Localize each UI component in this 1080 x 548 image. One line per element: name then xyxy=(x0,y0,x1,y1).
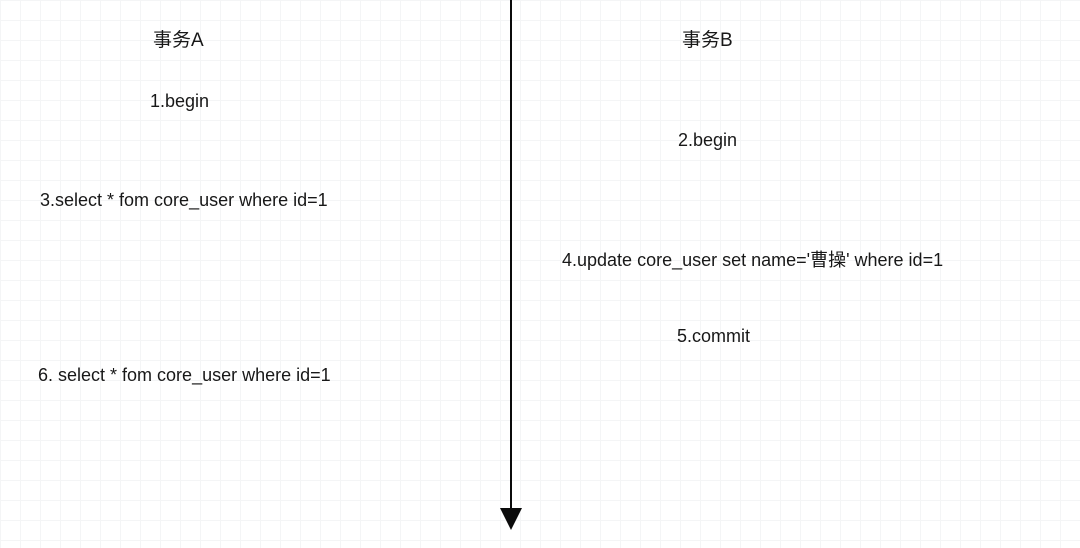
transaction-b-title: 事务B xyxy=(682,30,733,51)
transaction-b-step-4: 4.update core_user set name='曹操' where i… xyxy=(562,250,944,270)
transaction-b-step-2: 2.begin xyxy=(678,130,738,150)
transaction-a-title: 事务A xyxy=(153,30,204,51)
transaction-b-step-5: 5.commit xyxy=(677,326,751,346)
time-axis-line xyxy=(510,0,512,516)
transaction-a-step-1: 1.begin xyxy=(150,91,210,111)
arrow-down-icon xyxy=(500,508,522,530)
transaction-a-step-3: 3.select * fom core_user where id=1 xyxy=(40,190,328,210)
transaction-a-step-6: 6. select * fom core_user where id=1 xyxy=(38,365,331,385)
